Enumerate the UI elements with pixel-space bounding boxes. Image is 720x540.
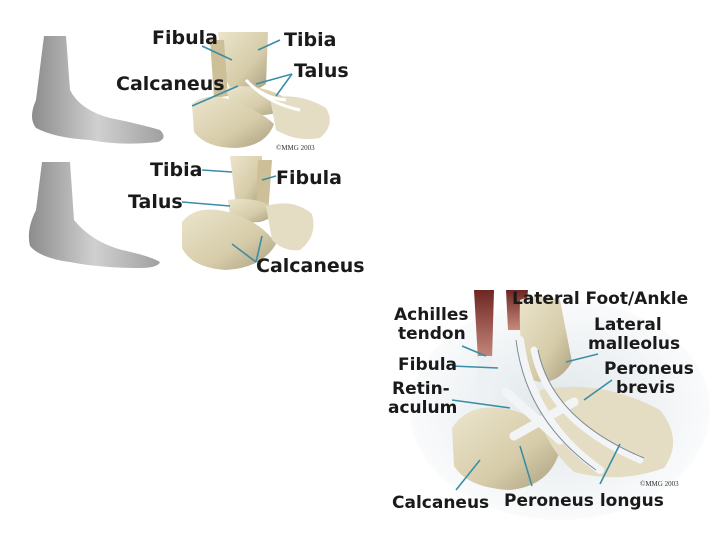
middle-fibula-bone bbox=[256, 160, 272, 214]
right-tendon-outlines bbox=[515, 339, 645, 471]
middle-label-calcaneus: Calcaneus bbox=[256, 255, 365, 277]
top-label-talus: Talus bbox=[294, 60, 349, 82]
right-label-calcaneus: Calcaneus bbox=[392, 493, 489, 513]
top-fibula-bone bbox=[210, 40, 228, 98]
middle-leader-lines bbox=[181, 169, 277, 263]
top-label-fibula: Fibula bbox=[152, 27, 218, 49]
top-copyright: ©MMG 2003 bbox=[276, 144, 315, 152]
right-label-achilles-line1: Achilles bbox=[394, 305, 468, 325]
right-title: Lateral Foot/Ankle bbox=[512, 289, 688, 309]
right-label-retinaculum-line2: aculum bbox=[388, 398, 457, 418]
top-label-calcaneus: Calcaneus bbox=[116, 73, 225, 95]
right-label-peroneus-brevis-line2: brevis bbox=[616, 378, 675, 398]
right-label-achilles-line2: tendon bbox=[398, 324, 466, 344]
middle-foot-silhouette bbox=[28, 162, 160, 268]
right-tendons bbox=[501, 336, 644, 474]
right-lateral-ankle-illustration: Lateral Foot/Ankle Achilles tendon Later… bbox=[388, 289, 710, 520]
middle-midfoot-bones bbox=[266, 203, 314, 251]
right-label-peroneus-brevis-line1: Peroneus bbox=[604, 359, 694, 379]
right-achilles-muscle bbox=[474, 290, 494, 360]
middle-calcaneus-bone bbox=[182, 209, 276, 270]
right-achilles-tendon bbox=[476, 356, 494, 412]
middle-label-tibia: Tibia bbox=[150, 159, 202, 181]
right-label-fibula: Fibula bbox=[398, 355, 457, 375]
top-leader-lines bbox=[191, 39, 293, 107]
right-label-lateral-malleolus-line2: malleolus bbox=[588, 334, 680, 354]
top-foot-silhouette bbox=[32, 36, 164, 144]
right-leader-lines bbox=[451, 345, 621, 491]
right-label-retinaculum-line1: Retin- bbox=[392, 379, 450, 399]
top-label-tibia: Tibia bbox=[284, 29, 336, 51]
right-fibula-bone bbox=[519, 296, 572, 382]
top-tibia-bone bbox=[218, 32, 268, 92]
right-label-peroneus-longus: Peroneus longus bbox=[504, 491, 664, 511]
right-label-lateral-malleolus-line1: Lateral bbox=[594, 315, 662, 335]
right-midfoot-bones bbox=[540, 386, 674, 478]
top-calcaneus-bone bbox=[192, 96, 274, 148]
top-ankle-illustration: Fibula Tibia Calcaneus Talus ©MMG 2003 bbox=[32, 27, 349, 152]
top-tendons bbox=[244, 78, 301, 112]
middle-tibia-bone bbox=[230, 156, 262, 209]
right-copyright: ©MMG 2003 bbox=[640, 480, 679, 488]
middle-label-fibula: Fibula bbox=[276, 167, 342, 189]
middle-label-talus: Talus bbox=[128, 191, 183, 213]
middle-ankle-illustration: Tibia Fibula Talus Calcaneus bbox=[28, 156, 365, 277]
